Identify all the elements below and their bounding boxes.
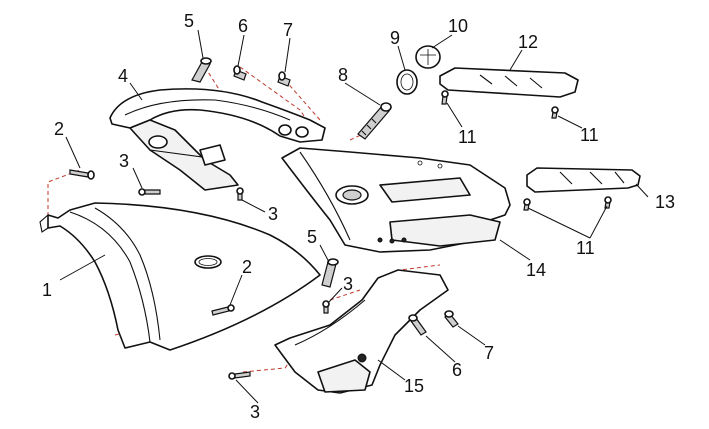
part-7-bolt-upper: [277, 71, 291, 87]
callout-5-lower: 5: [307, 227, 317, 247]
part-3-screw-mid: [322, 300, 330, 314]
part-1-front-panel: [39, 202, 321, 351]
callouts: 1 2 2 3 3 3 3 4 5 5 6 6 7 7 8 9 10 11 11…: [42, 11, 675, 422]
part-3-screw-left: [138, 188, 161, 196]
callout-6-upper: 6: [238, 16, 248, 36]
callout-6-lower: 6: [452, 360, 462, 380]
callout-11-a: 11: [458, 127, 477, 147]
part-13-side-strip: [526, 167, 641, 193]
part-11-screw-d: [604, 196, 612, 209]
callout-3-left: 3: [119, 151, 129, 171]
part-2-screw-left: [69, 169, 95, 180]
callout-15: 15: [404, 376, 424, 396]
part-2-screw-lower: [211, 304, 235, 316]
part-9-ring: [396, 69, 418, 95]
fasteners: [69, 57, 612, 380]
part-6-bolt-upper: [233, 65, 247, 81]
callout-11-c: 11: [576, 238, 595, 258]
callout-3-center: 3: [268, 204, 278, 224]
callout-7-lower: 7: [484, 343, 494, 363]
callout-10: 10: [448, 16, 468, 36]
part-11-screw-c: [523, 198, 531, 211]
callout-12: 12: [518, 32, 538, 52]
part-7-bolt-lower: [444, 310, 459, 328]
callout-4: 4: [118, 66, 128, 86]
part-3-screw-bottom: [228, 371, 251, 380]
part-12-side-strip: [439, 67, 579, 98]
part-6-bolt-lower: [408, 314, 427, 336]
callout-5-upper: 5: [184, 11, 194, 31]
callout-9: 9: [390, 28, 400, 48]
callout-2-left: 2: [54, 119, 64, 139]
part-4-grab-handle: [109, 88, 326, 191]
callout-1: 1: [42, 280, 52, 300]
callout-8: 8: [338, 65, 348, 85]
part-14-tail-cowl: [281, 147, 511, 253]
part-10-emblem: [415, 45, 441, 69]
part-8-long-bolt: [357, 102, 392, 140]
part-11-screw-a: [441, 90, 449, 105]
callout-3-bottom: 3: [250, 402, 260, 422]
part-3-screw-center: [236, 187, 244, 201]
callout-11-b: 11: [580, 125, 599, 145]
part-5-bolt-lower: [321, 258, 339, 288]
callout-7-upper: 7: [283, 20, 293, 40]
callout-14: 14: [526, 260, 546, 280]
callout-13: 13: [655, 192, 675, 212]
part-11-screw-b: [551, 106, 559, 119]
part-5-bolt-upper: [191, 57, 212, 83]
part-15-lower-cowl: [274, 269, 449, 394]
leader-lines: [59, 29, 649, 404]
callout-2-lower: 2: [242, 257, 252, 277]
callout-3-mid: 3: [343, 274, 353, 294]
